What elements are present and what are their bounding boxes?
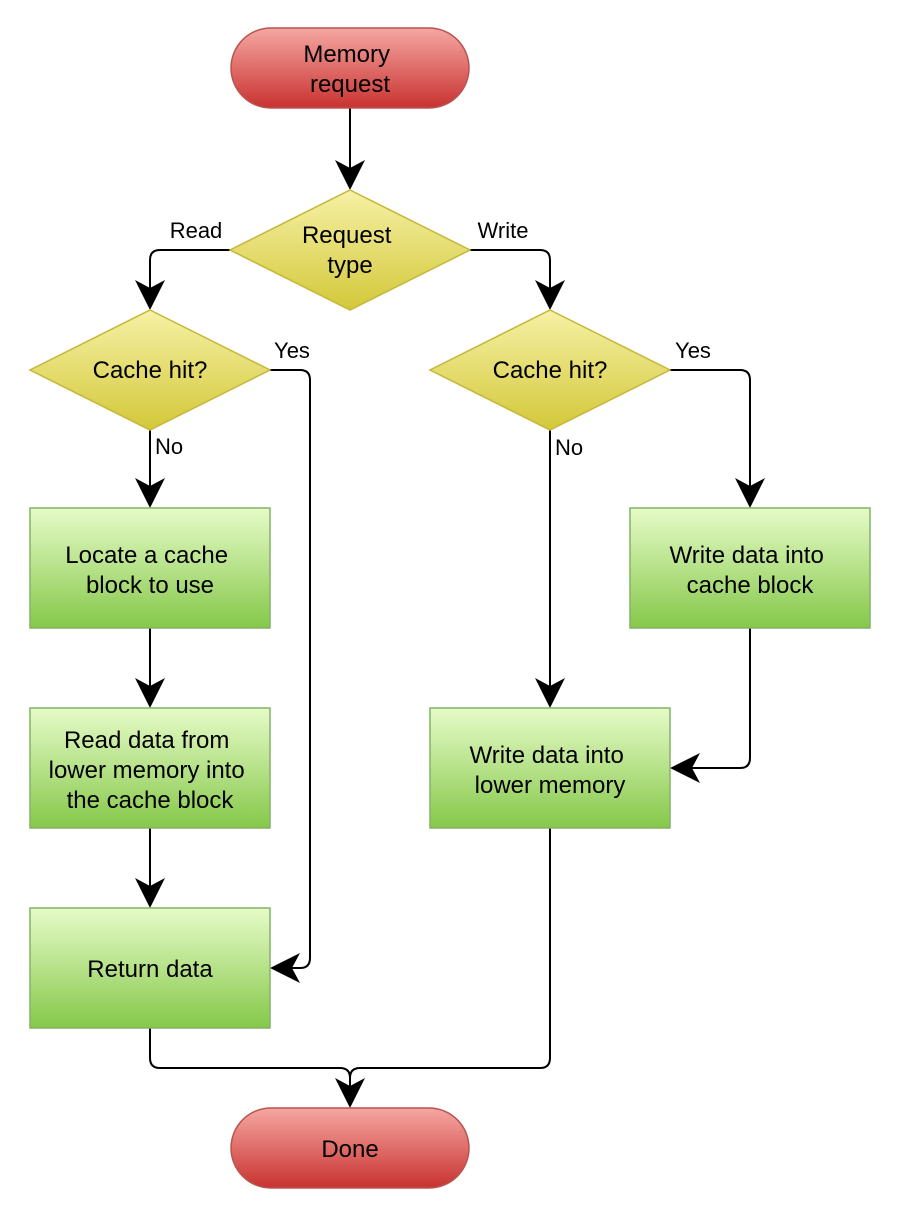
edge-label-read-yes: Yes: [274, 338, 310, 363]
node-label-line: Locate a cache: [65, 542, 228, 569]
node-label-line: the cache block: [67, 787, 235, 814]
arrowhead: [135, 280, 165, 310]
nodes: Memory request Request type Cache hit? C…: [28, 27, 871, 1189]
node-label-line: Write data into: [470, 742, 624, 769]
arrowhead: [135, 478, 165, 508]
node-request-type: Request type: [228, 189, 472, 311]
node-label-line: Cache hit?: [93, 357, 208, 384]
svg-text:Write data into cache: Write data into cache block: [670, 542, 831, 599]
edge-label-read-no: No: [155, 434, 183, 459]
edge-label-write-no: No: [555, 435, 583, 460]
node-read-from-lower-memory: Read data from lower memory into the cac…: [29, 707, 271, 829]
node-label-line: request: [310, 71, 390, 98]
edge-cache-to-lower: [692, 628, 751, 769]
node-label-line: Read data from: [64, 727, 229, 754]
node-done: Done: [230, 1107, 470, 1189]
svg-text:Locate a cache block t: Locate a cache block to use: [65, 542, 234, 599]
arrowhead: [735, 478, 765, 508]
arrowhead: [335, 1078, 365, 1108]
node-write-into-cache-block: Write data into cache block: [629, 507, 871, 629]
edges: [135, 108, 765, 1108]
edge-label-write-yes: Yes: [675, 338, 711, 363]
edge-write-branch: [470, 249, 551, 288]
svg-text:Read data from lower m: Read data from lower memory into the cac…: [49, 727, 252, 814]
node-locate-cache-block: Locate a cache block to use: [29, 507, 271, 629]
node-label-line: type: [327, 252, 372, 279]
node-write-into-lower-memory: Write data into lower memory: [429, 707, 671, 829]
edge-label-write: Write: [478, 218, 529, 243]
svg-text:Write data into lower: Write data into lower memory: [470, 742, 631, 799]
node-label-line: Return data: [87, 956, 213, 983]
svg-text:Request type: Request type: [302, 222, 398, 279]
edge-lower-to-done: [349, 828, 551, 1086]
edge-label-read: Read: [170, 218, 223, 243]
node-label-line: Cache hit?: [493, 357, 608, 384]
node-label-line: cache block: [687, 572, 815, 599]
node-memory-request: Memory request: [230, 27, 470, 109]
edge-read-hit: [270, 369, 311, 969]
node-return-data: Return data: [29, 907, 271, 1029]
arrowhead: [270, 953, 300, 983]
edge-return-to-done: [149, 1028, 351, 1086]
node-label-line: Memory: [303, 41, 390, 68]
edge-labels: Read Write Yes No Yes No: [155, 218, 711, 460]
arrowhead: [135, 878, 165, 908]
node-label-line: lower memory into: [49, 757, 245, 784]
arrowhead: [535, 678, 565, 708]
node-write-cache-hit: Cache hit?: [428, 309, 672, 431]
node-read-cache-hit: Cache hit?: [28, 309, 272, 431]
svg-text:Memory request: Memory request: [303, 41, 396, 98]
arrowhead: [670, 753, 700, 783]
edge-write-hit: [670, 369, 751, 486]
node-label-line: Request: [302, 222, 392, 249]
edge-read-branch: [149, 249, 230, 288]
arrowhead: [335, 160, 365, 190]
arrowhead: [135, 678, 165, 708]
node-label-line: Write data into: [670, 542, 824, 569]
arrowhead: [535, 280, 565, 310]
node-label-line: Done: [321, 1136, 378, 1163]
node-label-line: lower memory: [475, 772, 626, 799]
node-label-line: block to use: [86, 572, 214, 599]
